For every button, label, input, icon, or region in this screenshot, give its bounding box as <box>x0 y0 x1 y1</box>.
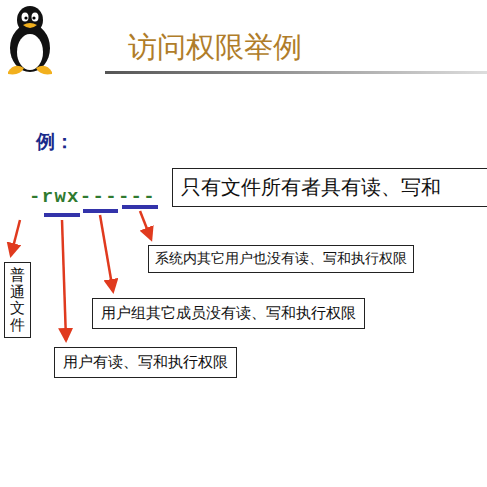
callout-box: 用户有读、写和执行权限 <box>54 347 237 378</box>
callout-text: 普通文件 <box>10 267 25 333</box>
callout-text: 用户组其它成员没有读、写和执行权限 <box>101 304 356 323</box>
permission-string: -rwx------ <box>29 186 156 208</box>
callout-text: 系统内其它用户也没有读、写和执行权限 <box>155 250 407 268</box>
note-box: 只有文件所有者具有读、写和 <box>172 168 487 207</box>
callout-text: 用户有读、写和执行权限 <box>63 353 228 372</box>
callout-box: 系统内其它用户也没有读、写和执行权限 <box>148 245 414 273</box>
penguin-logo <box>8 6 52 74</box>
callout-box: 用户组其它成员没有读、写和执行权限 <box>92 298 365 329</box>
callout-text: 只有文件所有者具有读、写和 <box>181 174 461 201</box>
slide-title: 访问权限举例 <box>128 28 302 68</box>
example-label: 例： <box>36 129 74 155</box>
callout-box: 普通文件 <box>4 262 31 338</box>
title-rule <box>105 71 487 74</box>
